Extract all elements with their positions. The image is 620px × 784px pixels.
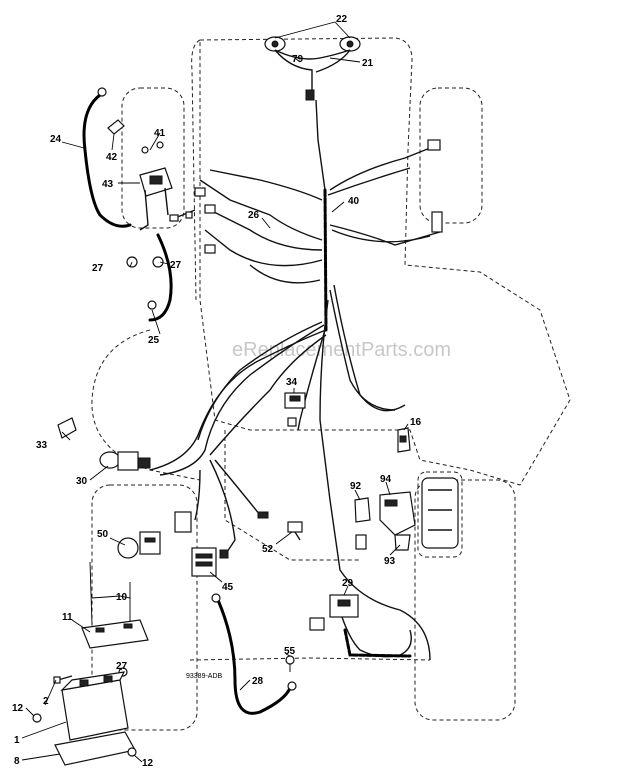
callout-27-right: 27 [170, 260, 182, 271]
drawing-number: 93389-ADB [186, 673, 223, 680]
callout-12-left: 12 [12, 703, 24, 714]
battery-cable-28 [211, 593, 297, 715]
callout-50: 50 [97, 529, 109, 540]
callout-24: 24 [50, 134, 62, 145]
bolts-center [169, 209, 196, 222]
callout-40: 40 [348, 196, 360, 207]
callout-leaders [21, 21, 409, 763]
component-ignition-switch-30 [99, 451, 151, 471]
callout-labels: 22 79 21 24 42 41 43 27 27 25 26 40 33 3… [12, 14, 422, 769]
component-plug-52 [287, 521, 303, 541]
callout-27-left: 27 [92, 263, 104, 274]
callout-42: 42 [106, 152, 118, 163]
headlight-assembly [264, 36, 361, 101]
screw-2 [53, 675, 73, 684]
callout-8: 8 [14, 756, 20, 767]
callout-2: 2 [43, 696, 49, 707]
bolts-12 [32, 713, 137, 757]
callout-92: 92 [350, 481, 362, 492]
ground-cable-24 [82, 87, 132, 228]
battery-1 [60, 671, 129, 741]
battery-tray-8 [54, 731, 136, 766]
callout-1: 1 [14, 735, 20, 746]
component-switch-92 [354, 497, 371, 550]
main-wiring-harness [149, 99, 443, 661]
callout-11: 11 [62, 612, 73, 623]
battery-hold-down-bolts-10 [89, 561, 131, 628]
watermark-text: eReplacementParts.com [232, 339, 451, 361]
ground-cable-25 [147, 233, 173, 322]
callout-25: 25 [148, 335, 160, 346]
component-seat-switch-34 [284, 392, 306, 427]
callout-33: 33 [36, 440, 48, 451]
callout-55: 55 [284, 646, 296, 657]
bracket-43 [139, 141, 173, 231]
callout-93: 93 [384, 556, 396, 567]
callout-26: 26 [248, 210, 260, 221]
component-connector-33 [57, 417, 77, 439]
bolt-55 [285, 655, 295, 672]
component-switch-94 [379, 491, 416, 551]
bolt-42 [107, 119, 125, 135]
callout-12-right: 12 [142, 758, 154, 769]
callout-21: 21 [362, 58, 374, 69]
callout-27-battery: 27 [116, 661, 128, 672]
callout-10: 10 [116, 592, 128, 603]
callout-22: 22 [336, 14, 348, 25]
tractor-outline [91, 37, 571, 731]
callout-29: 29 [342, 578, 354, 589]
component-pto-switch-16 [397, 427, 411, 453]
callout-41: 41 [154, 128, 166, 139]
callout-52: 52 [262, 544, 274, 555]
callout-43: 43 [102, 179, 114, 190]
component-solenoid-29 [309, 594, 412, 658]
callout-30: 30 [76, 476, 88, 487]
callout-28: 28 [252, 676, 264, 687]
component-relay-45 [191, 547, 217, 577]
callout-79: 79 [292, 54, 304, 65]
component-module-50 [117, 511, 192, 559]
callout-16: 16 [410, 417, 422, 428]
callout-94: 94 [380, 474, 392, 485]
component-fuel-tank-outline [421, 477, 459, 549]
callout-45: 45 [222, 582, 234, 593]
callout-34: 34 [286, 377, 298, 388]
battery-bracket-11 [81, 619, 149, 649]
